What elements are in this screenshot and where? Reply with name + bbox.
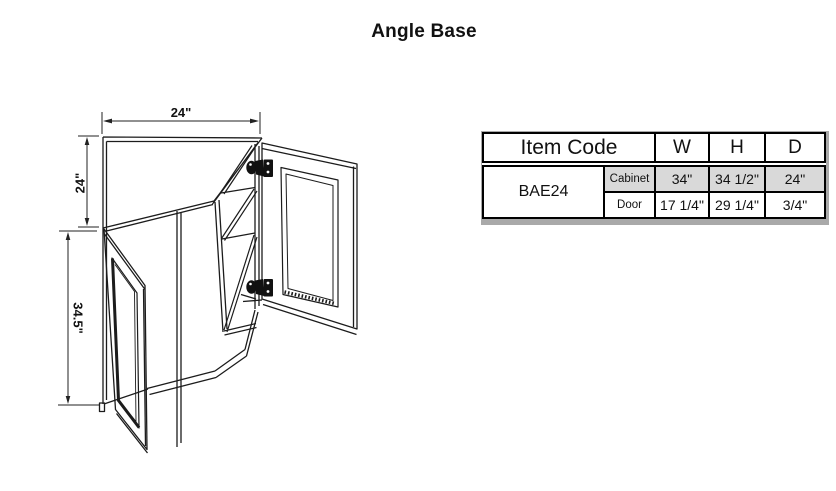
cell-cabinet-h: 34 1/2" bbox=[710, 167, 764, 191]
dim-lower-height-label: 34.5" bbox=[71, 302, 86, 333]
page-title: Angle Base bbox=[371, 21, 477, 42]
cell-door-d: 3/4" bbox=[766, 193, 824, 217]
cell-item-code: BAE24 bbox=[484, 167, 603, 217]
cell-door-h: 29 1/4" bbox=[710, 193, 764, 217]
spec-table-header: Item Code W H D bbox=[482, 132, 826, 163]
right-door bbox=[261, 142, 358, 336]
dim-top-width-label: 24" bbox=[171, 105, 192, 120]
cabinet-body bbox=[98, 136, 263, 447]
dimension-lines bbox=[58, 112, 261, 406]
row-label-door: Door bbox=[605, 193, 654, 217]
dimension-arrows bbox=[65, 118, 259, 404]
spec-table-body: BAE24 Cabinet 34" 34 1/2" 24" Door 17 1/… bbox=[482, 165, 826, 219]
table-header-gap bbox=[482, 163, 826, 165]
spec-table: Item Code W H D BAE24 Cabinet 34" 34 1/2… bbox=[481, 131, 829, 225]
col-header-h: H bbox=[710, 134, 764, 161]
door-hinge-top bbox=[246, 159, 273, 177]
left-door bbox=[103, 228, 149, 454]
col-header-item-code: Item Code bbox=[484, 134, 654, 161]
cell-cabinet-d: 24" bbox=[766, 167, 824, 191]
cabinet-shelves bbox=[220, 145, 258, 336]
right-door-panel bbox=[280, 166, 339, 308]
cell-door-w: 17 1/4" bbox=[656, 193, 708, 217]
cell-cabinet-w: 34" bbox=[656, 167, 708, 191]
col-header-d: D bbox=[766, 134, 824, 161]
col-header-w: W bbox=[656, 134, 708, 161]
door-hinge-bottom bbox=[246, 279, 273, 297]
dim-upper-height-label: 24" bbox=[73, 173, 88, 194]
row-label-cabinet: Cabinet bbox=[605, 167, 654, 191]
